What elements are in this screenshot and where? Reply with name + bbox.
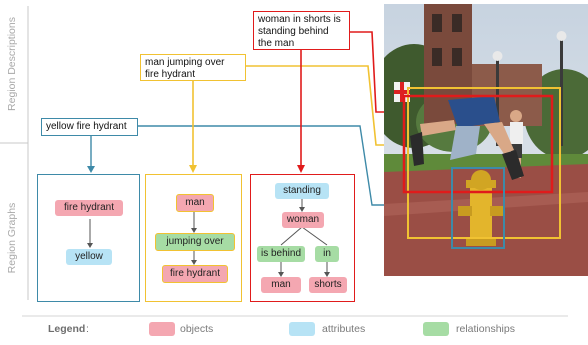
side-label-descriptions: Region Descriptions [6,17,18,111]
graph-hydrant-edges [87,219,93,248]
yellow-arrowhead [189,165,197,173]
node-man: man [176,194,214,212]
legend-label-attributes: attributes [322,323,366,335]
red-arrowhead [297,165,305,173]
photo-illustration [384,4,588,276]
node-man: man [261,277,301,293]
legend-swatch-attributes [289,322,315,336]
graph-shorts: standing woman is behind in man shorts [250,174,355,302]
photo-region-red [402,94,554,194]
node-shorts: shorts [309,277,347,293]
graph-jump: man jumping over fire hydrant [145,174,242,302]
photo-man-jumping-hydrant [384,4,588,276]
node-fire-hydrant: fire hydrant [162,265,228,283]
blue-arrowhead [87,166,95,173]
legend-title: Legend [48,323,86,335]
description-woman-in-shorts: woman in shorts is standing behind the m… [253,11,350,50]
description-man-jumping: man jumping over fire hydrant [140,54,246,81]
legend: Legend : objects attributes relationship… [0,318,588,342]
node-yellow: yellow [66,249,112,265]
legend-label-relationships: relationships [456,323,515,335]
yellow-connector-photo [246,65,404,146]
side-label-graphs: Region Graphs [6,202,18,274]
node-jumping-over: jumping over [155,233,235,251]
node-standing: standing [275,183,329,199]
legend-swatch-relationships [423,322,449,336]
node-woman: woman [282,212,324,228]
legend-separator: : [86,323,89,335]
node-is-behind: is behind [257,246,305,262]
description-yellow-fire-hydrant: yellow fire hydrant [41,118,138,136]
photo-region-blue [451,167,505,249]
photo-region-yellow [407,87,561,239]
node-in: in [315,246,339,262]
graph-jump-edges [191,211,197,265]
legend-swatch-objects [149,322,175,336]
graph-hydrant: fire hydrant yellow [37,174,140,302]
node-fire-hydrant: fire hydrant [55,200,123,216]
legend-label-objects: objects [180,323,214,335]
graph-shorts-edges [278,199,330,277]
